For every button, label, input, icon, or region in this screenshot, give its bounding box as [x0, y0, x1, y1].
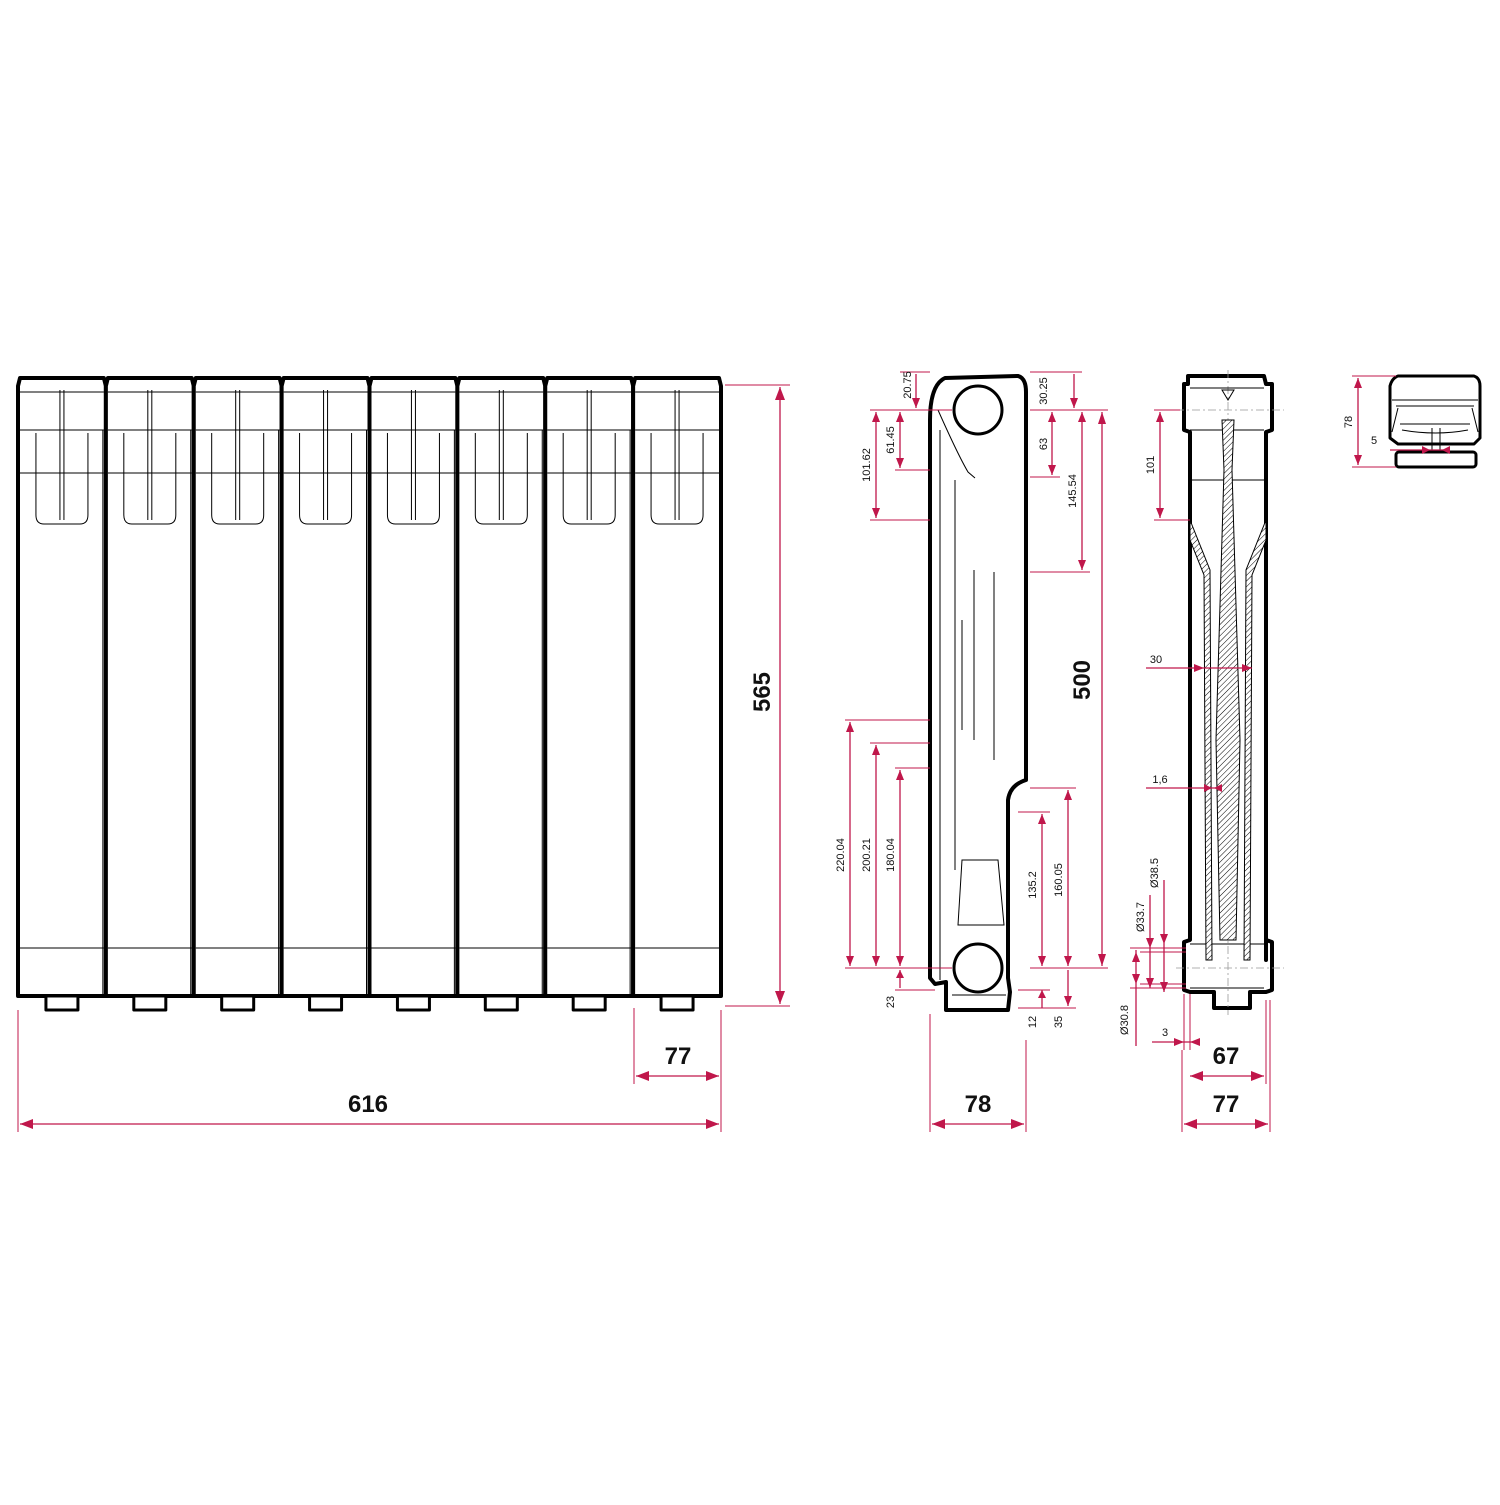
top-outline: [1388, 374, 1482, 446]
radiator-section: [543, 376, 636, 1012]
section-body: [191, 376, 284, 998]
section-body: [279, 376, 372, 998]
dim-101-62: 101.62: [861, 448, 873, 482]
radiator-section: [103, 376, 196, 1012]
center-rib: [1215, 419, 1241, 941]
inner-wall-left: [1189, 519, 1213, 961]
front-view: 565 616 77: [16, 376, 790, 1132]
section-foot: [220, 994, 256, 1012]
section-body: [631, 376, 723, 998]
section-body: [367, 376, 460, 998]
height-label: 565: [749, 672, 776, 712]
section-body: [543, 376, 636, 998]
dim-30-25: 30.25: [1038, 377, 1050, 405]
section-foot: [132, 994, 168, 1012]
dim-23: 23: [885, 996, 897, 1008]
dim-61-45: 61.45: [885, 426, 897, 454]
top-flange: [1394, 450, 1478, 469]
dim-33-7: Ø33.7: [1135, 902, 1147, 932]
radiator-section: [367, 376, 460, 1012]
radiator-section: [191, 376, 284, 1012]
width-dimension: 616: [17, 1010, 722, 1132]
section-foot: [308, 994, 344, 1012]
top-view: 78 5: [1343, 374, 1482, 469]
dim-38-5: Ø38.5: [1149, 858, 1161, 888]
section-body: [16, 376, 108, 998]
dim-35: 35: [1053, 1016, 1065, 1028]
dim-1-6: 1,6: [1152, 774, 1167, 786]
dim-20-75: 20.75: [902, 371, 914, 399]
section-width-dimension: 77: [633, 1008, 719, 1084]
height-dimension: 565: [725, 384, 790, 1007]
cross-section-view: 101 30 1,6 Ø38.5 Ø33.7 Ø30.8 3: [1119, 370, 1284, 1132]
inner-wall-right: [1243, 519, 1267, 961]
dim-63: 63: [1038, 438, 1050, 450]
upper-hub: [952, 384, 1004, 436]
dim-77: 77: [1213, 1091, 1240, 1118]
dim-3: 3: [1162, 1027, 1168, 1039]
radiator-sections: [16, 376, 723, 1012]
section-body: [103, 376, 196, 998]
section-foot: [483, 994, 519, 1012]
dim-160-05: 160.05: [1053, 863, 1065, 897]
dim-30: 30: [1150, 654, 1162, 666]
side-view: 30.25 63 145.54 500 135.2 160.05 12 35: [835, 371, 1108, 1132]
width-label: 616: [348, 1091, 388, 1118]
section-body: [455, 376, 548, 998]
section-foot: [44, 994, 80, 1012]
center-distance-label: 500: [1069, 660, 1096, 700]
radiator-section: [455, 376, 548, 1012]
section-foot: [395, 994, 431, 1012]
section-foot: [659, 994, 695, 1012]
dim-12: 12: [1027, 1016, 1039, 1028]
side-depth-label: 78: [965, 1091, 992, 1118]
dim-67: 67: [1213, 1043, 1240, 1070]
dim-145-54: 145.54: [1067, 474, 1079, 508]
section-width-label: 77: [665, 1043, 692, 1070]
section-foot: [571, 994, 607, 1012]
side-profile: [928, 374, 1028, 1012]
dim-78: 78: [1343, 416, 1355, 428]
dim-5: 5: [1371, 435, 1377, 447]
dim-200-21: 200.21: [861, 838, 873, 872]
radiator-section: [16, 376, 108, 1012]
dim-220-04: 220.04: [835, 838, 847, 872]
dim-30-8: Ø30.8: [1119, 1005, 1131, 1035]
radiator-section: [631, 376, 723, 1012]
dim-101: 101: [1145, 456, 1157, 474]
dim-180-04: 180.04: [885, 838, 897, 872]
lower-hub: [952, 942, 1004, 994]
dim-135-2: 135.2: [1027, 871, 1039, 899]
radiator-section: [279, 376, 372, 1012]
